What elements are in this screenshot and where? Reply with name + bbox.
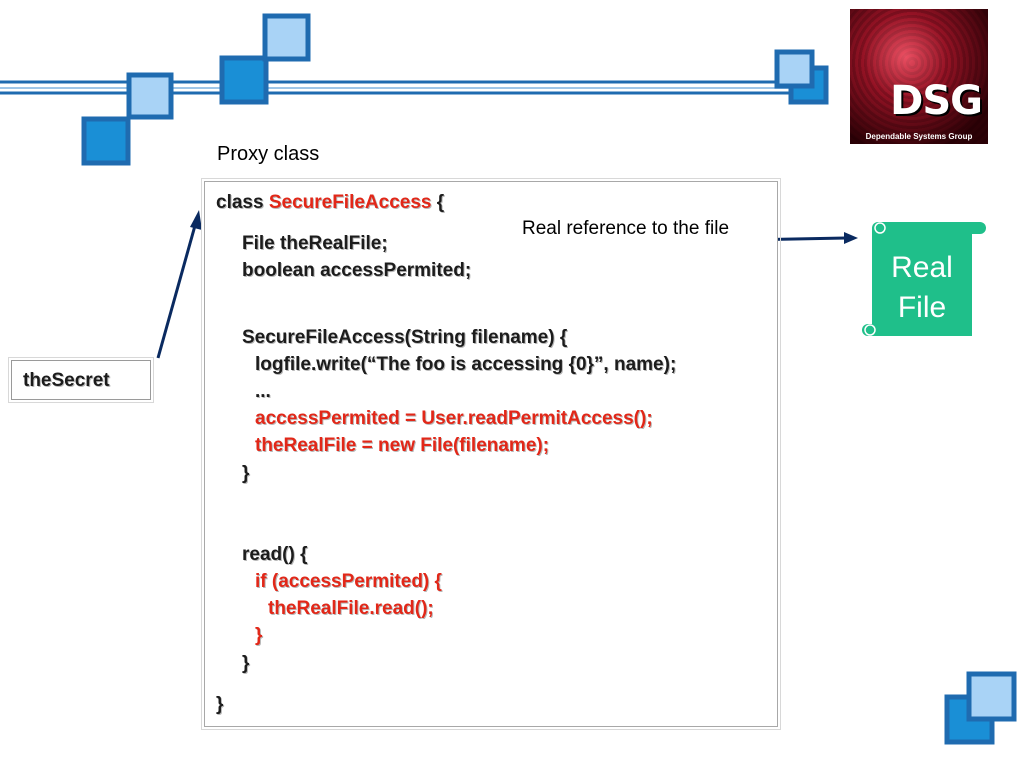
- real-file-label: Real File: [872, 248, 972, 328]
- code-line: }: [255, 625, 262, 647]
- read-call-line: theRealFile.read();: [268, 598, 434, 619]
- constructor-log-line: logfile.write(“The foo is accessing {0}”…: [255, 354, 677, 375]
- constructor-signature: SecureFileAccess(String filename) {: [242, 327, 568, 348]
- class-keyword: class: [216, 192, 269, 213]
- code-line: SecureFileAccess(String filename) {: [242, 327, 567, 349]
- code-line: read() {: [242, 544, 307, 566]
- secret-label: theSecret: [23, 370, 110, 391]
- real-file-label-line2: File: [897, 291, 947, 324]
- read-signature: read() {: [242, 544, 308, 565]
- code-line: }: [242, 463, 249, 485]
- code-line: logfile.write(“The foo is accessing {0}”…: [255, 354, 676, 376]
- code-line: }: [216, 694, 223, 716]
- constructor-close-brace: }: [242, 463, 250, 484]
- code-line: boolean accessPermited;: [242, 260, 471, 282]
- code-line: theRealFile = new File(filename);: [255, 435, 549, 457]
- scroll-curls: [862, 222, 986, 336]
- header-lines: [0, 80, 800, 95]
- code-line: accessPermited = User.readPermitAccess()…: [255, 408, 653, 430]
- read-if-close-brace: }: [255, 625, 263, 646]
- secret-box: theSecret: [8, 357, 154, 403]
- code-box: class SecureFileAccess { File theRealFile…: [201, 178, 781, 730]
- footer-squares: [944, 671, 1017, 745]
- constructor-permit-line: accessPermited = User.readPermitAccess()…: [255, 408, 653, 429]
- header-squares: [81, 13, 829, 166]
- real-file-scroll: Real File: [872, 228, 972, 336]
- class-name: SecureFileAccess: [268, 192, 432, 213]
- proxy-class-label: Proxy class: [217, 143, 320, 165]
- field-access-permited: boolean accessPermited;: [242, 260, 472, 281]
- real-reference-label: Real reference to the file: [522, 218, 730, 239]
- code-line: class SecureFileAccess {: [216, 192, 444, 214]
- code-line: if (accessPermited) {: [255, 571, 442, 593]
- constructor-ellipsis: ...: [255, 381, 271, 402]
- class-open-brace: {: [431, 192, 445, 213]
- field-real-file: File theRealFile;: [242, 233, 388, 254]
- code-line: ...: [255, 381, 271, 403]
- real-file-label-line1: Real: [891, 251, 953, 284]
- read-if-line: if (accessPermited) {: [255, 571, 442, 592]
- code-line: }: [242, 653, 249, 675]
- code-line: File theRealFile;: [242, 233, 388, 255]
- logo-subtitle: Dependable Systems Group: [865, 132, 973, 141]
- arrow-secret-to-proxy: [156, 210, 202, 359]
- code-line: theRealFile.read();: [268, 598, 434, 620]
- logo-mark: DSG: [890, 78, 983, 124]
- dsg-logo: DSG Dependable Systems Group: [850, 9, 988, 144]
- read-close-brace: }: [242, 653, 250, 674]
- class-close-brace: }: [216, 694, 224, 715]
- constructor-new-file-line: theRealFile = new File(filename);: [255, 435, 550, 456]
